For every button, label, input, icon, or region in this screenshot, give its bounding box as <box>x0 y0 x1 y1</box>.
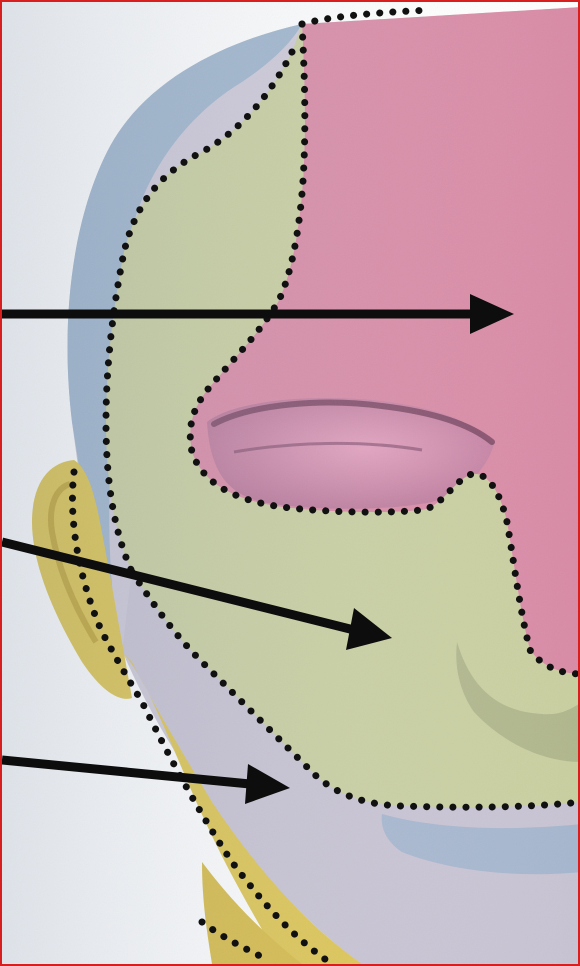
figure-frame <box>0 0 580 966</box>
face-illustration <box>2 2 580 966</box>
